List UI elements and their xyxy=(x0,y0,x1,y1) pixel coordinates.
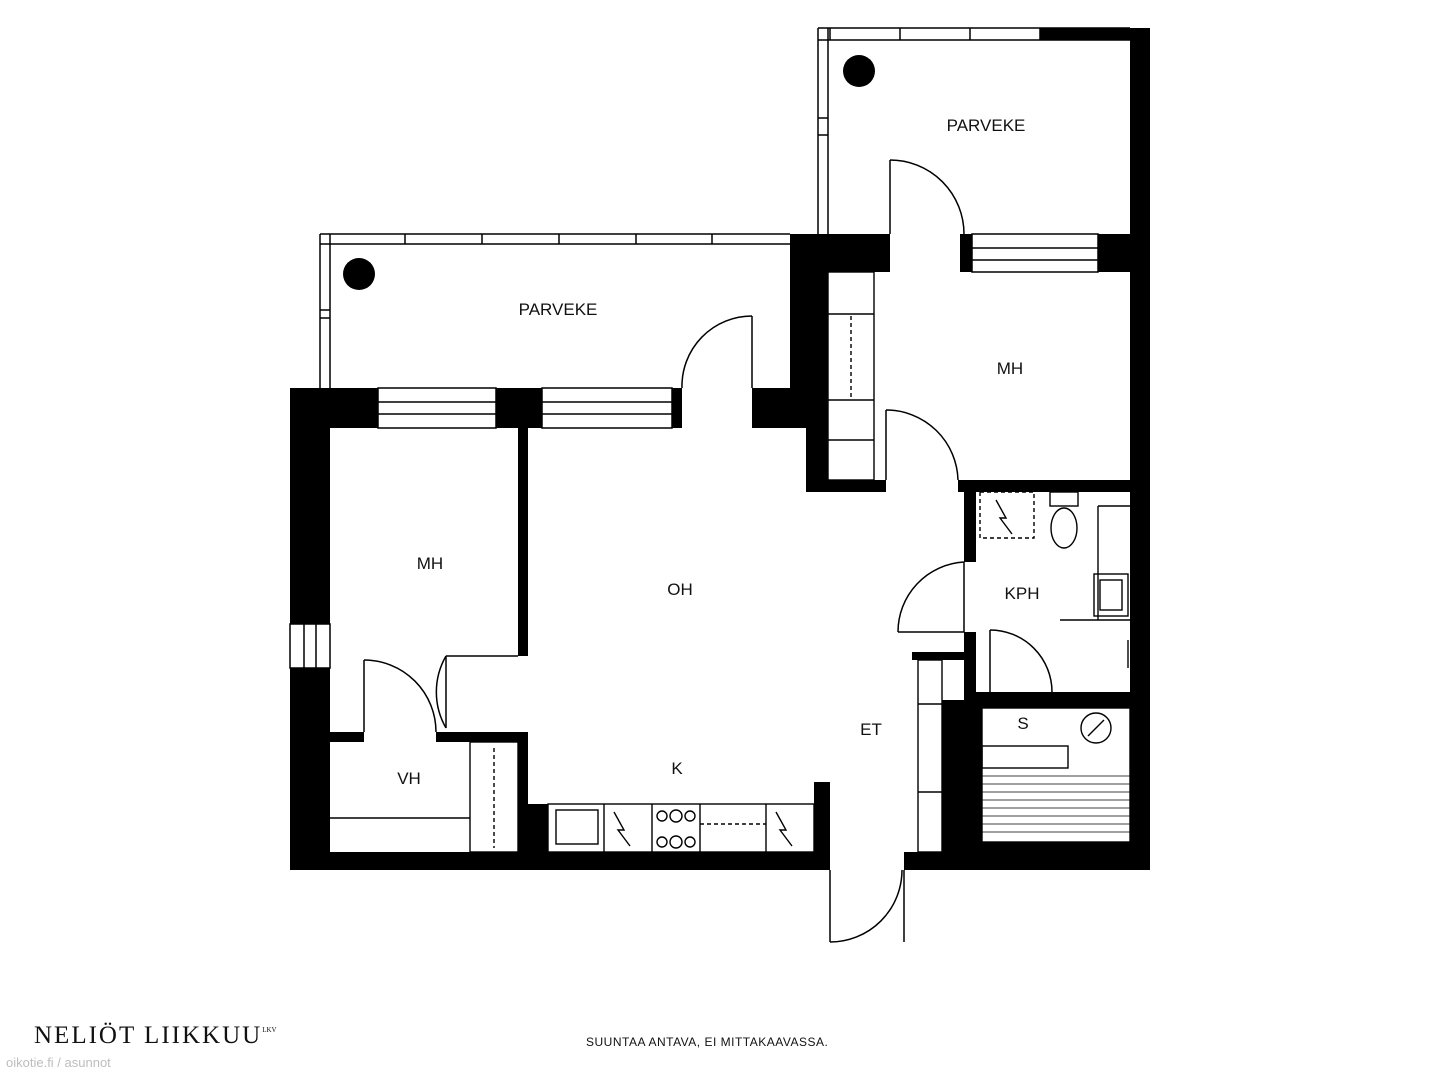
room-label-et: ET xyxy=(860,720,882,739)
room-label-mh-right: MH xyxy=(997,359,1023,378)
scale-note: SUUNTAA ANTAVA, EI MITTAKAAVASSA. xyxy=(586,1035,829,1049)
drain-icon xyxy=(843,55,875,87)
room-label-vh: VH xyxy=(397,769,421,788)
brand-logo: NELIÖT LIIKKUULKV xyxy=(34,1022,277,1049)
doors xyxy=(363,159,1053,943)
room-label-k: K xyxy=(671,759,683,778)
room-label-mh-left: MH xyxy=(417,554,443,573)
room-label-parveke-left: PARVEKE xyxy=(519,300,598,319)
room-label-s: S xyxy=(1017,714,1028,733)
room-label-oh: OH xyxy=(667,580,693,599)
balcony-left xyxy=(319,233,790,388)
room-label-kph: KPH xyxy=(1005,584,1040,603)
drain-icon xyxy=(343,258,375,290)
windows xyxy=(289,233,1099,669)
room-label-parveke-top: PARVEKE xyxy=(947,116,1026,135)
fixtures xyxy=(330,271,1131,853)
exterior-walls xyxy=(290,234,1150,870)
interior-walls xyxy=(330,428,1150,870)
source-watermark: oikotie.fi / asunnot xyxy=(6,1055,111,1070)
balcony-top-wall-right xyxy=(1130,28,1150,273)
